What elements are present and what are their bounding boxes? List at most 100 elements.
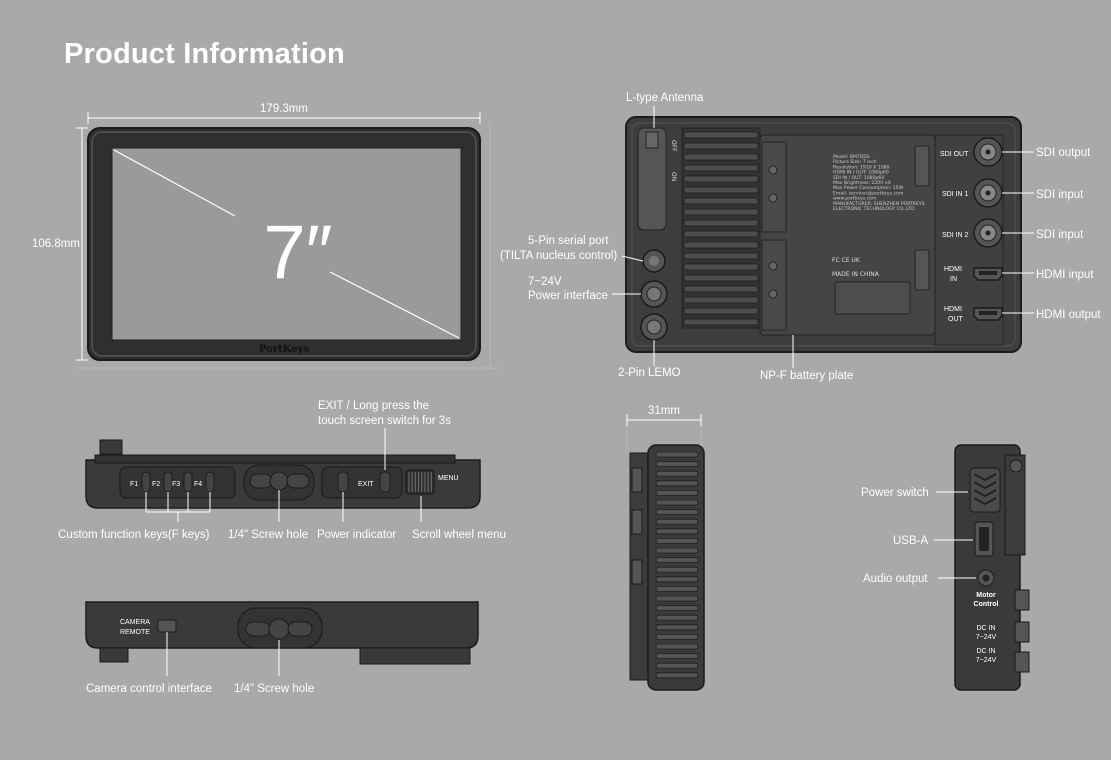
battery-latch-bottom: [914, 249, 930, 291]
port-hdmi-out-label-1: HDMI: [944, 306, 962, 313]
spec-line: Resolution: 1920 X 1080: [833, 164, 890, 170]
hdmi-out-connector: [973, 307, 1003, 321]
heatsink-fin: [683, 131, 759, 139]
exit-key: [379, 471, 391, 493]
side-fin: [655, 653, 699, 659]
power-indicator-light: [337, 471, 349, 493]
right-side-view: Motor Control DC IN 7~24V DC IN 7~24V Po…: [861, 444, 1030, 691]
side-left-bracket-1: [631, 467, 643, 493]
fkey-label: F2: [152, 481, 160, 488]
sdi-output-label: SDI output: [1036, 147, 1091, 159]
sdi-out-connector: [973, 137, 1003, 167]
spec-line: Email: services@portkeys.com: [833, 190, 904, 196]
top-antenna-stub: [99, 439, 123, 455]
power-label-1: 7~24V: [528, 276, 562, 288]
top-rail: [94, 454, 456, 464]
exit-key-label: EXIT: [358, 481, 374, 488]
spec-line: www.portkeys.com: [833, 196, 877, 202]
fkey-button: [141, 471, 151, 493]
depth-label: 31mm: [648, 405, 680, 417]
antenna-connector: [645, 131, 659, 149]
back-heatsink: [681, 127, 761, 329]
power-interface-center: [646, 286, 662, 302]
exit-label-1: EXIT / Long press the: [318, 400, 429, 412]
certification-marks: FC CE UK: [832, 257, 861, 264]
heatsink-fin: [683, 219, 759, 227]
top-screw-slot-right: [286, 473, 310, 489]
side-fin: [655, 470, 699, 477]
heatsink-fin: [683, 186, 759, 194]
bottom-screw-hole: [268, 618, 290, 640]
bottom-view: CAMERA REMOTE Camera control interface 1…: [85, 601, 479, 695]
side-fin: [655, 509, 699, 516]
side-left-bracket-3: [631, 559, 643, 585]
audio-label: Audio output: [863, 573, 928, 585]
side-right-antenna-knob: [1009, 459, 1023, 473]
power-indicator-label: Power indicator: [317, 529, 396, 541]
bottom-stub-right: [359, 647, 471, 665]
fkey-button: [183, 471, 193, 493]
heatsink-fin: [683, 252, 759, 260]
sdi-in1-connector: [973, 178, 1003, 208]
hdmi-input-label: HDMI input: [1036, 269, 1094, 281]
fkey-button: [205, 471, 215, 493]
back-body-inner: [631, 122, 1016, 347]
spec-line: HDMI IN / OUT: 1080p60: [833, 170, 889, 176]
motor-control-label-2: Control: [974, 601, 999, 608]
hdmi-output-label: HDMI output: [1036, 309, 1101, 321]
bottom-screw-slot-right: [287, 621, 313, 637]
screen-diagonal-upper: [113, 149, 236, 217]
side-fin: [655, 489, 699, 496]
width-label: 179.3mm: [260, 103, 308, 115]
spec-line: ELECTRONIC TECHNOLOGY CO.,LTD: [833, 206, 915, 212]
side-right-antenna: [1004, 454, 1026, 556]
heatsink-fin: [683, 142, 759, 150]
dc-in-2-label-2: 7~24V: [976, 657, 997, 664]
sdi-in2-connector: [973, 218, 1003, 248]
spec-line: Max Power Consumption: 15W: [833, 185, 904, 191]
screen-diagonal-lower: [329, 271, 460, 339]
battery-screw-3: [768, 261, 778, 271]
port-hdmi-in-label-1: HDMI: [944, 266, 962, 273]
bottom-stub-left: [99, 647, 129, 663]
side-fin: [655, 538, 699, 544]
side-fin: [655, 499, 699, 506]
power-switch-grip: [973, 473, 997, 506]
dc-in-1-label-2: 7~24V: [976, 634, 997, 641]
screen-size-label: 7″: [263, 210, 332, 295]
side-left-fins: [655, 451, 699, 679]
port-sdi-in1-label: SDI IN 1: [942, 191, 969, 198]
side-fin: [655, 528, 699, 535]
side-fin: [655, 451, 699, 458]
battery-rail-bottom: [761, 239, 787, 331]
side-fin: [655, 461, 699, 468]
side-fin: [655, 672, 699, 679]
side-right-bracket-3: [1014, 651, 1030, 673]
camera-remote-label-1: CAMERA: [120, 619, 150, 626]
heatsink-fin: [683, 285, 759, 293]
front-view: 179.3mm 106.8mm 7″ PortKeys: [32, 103, 500, 370]
port-hdmi-in-label-2: IN: [950, 276, 957, 283]
serial-port-center: [649, 256, 659, 266]
spec-line: Picture Size: 7 inch: [833, 159, 877, 165]
power-switch-label: Power switch: [861, 487, 929, 499]
side-fin: [655, 566, 699, 573]
camera-remote-label-2: REMOTE: [120, 629, 150, 636]
scroll-wheel-body: [405, 469, 435, 495]
switch-off-label: OFF: [670, 140, 677, 152]
side-right-bracket-2: [1014, 621, 1030, 643]
left-side-view: 31mm: [626, 405, 705, 691]
spec-line: Model: BM7DDS: [833, 154, 870, 160]
port-sdi-out-label: SDI OUT: [940, 151, 969, 158]
heatsink-fin: [683, 274, 759, 282]
port-hdmi-out-label-2: OUT: [948, 316, 964, 323]
usb-a-slot: [979, 527, 989, 551]
sdi-input1-label: SDI input: [1036, 189, 1084, 201]
heatsink-fin: [683, 241, 759, 249]
antenna: [637, 127, 667, 231]
heatsink-fin: [683, 230, 759, 238]
battery-screw-4: [768, 289, 778, 299]
heatsink-fin: [683, 153, 759, 161]
side-fin: [655, 614, 699, 621]
heatsink-fin: [683, 307, 759, 315]
